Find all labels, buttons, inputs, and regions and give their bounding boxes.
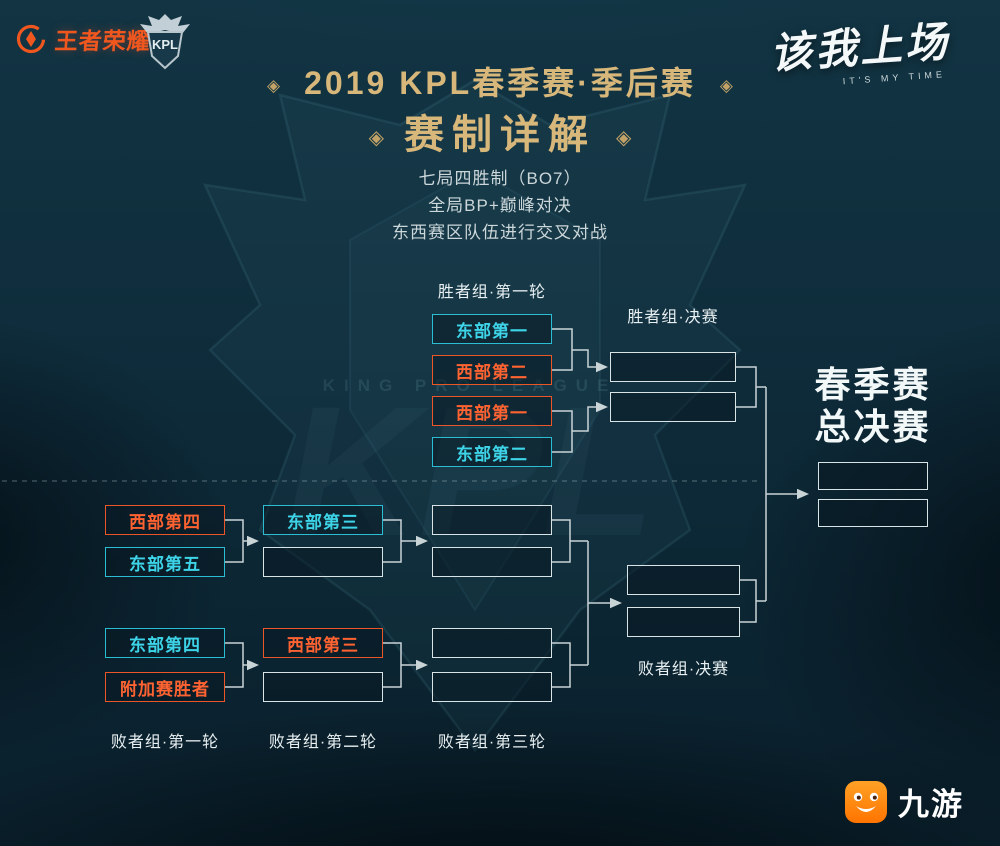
rule-line-3: 东西赛区队伍进行交叉对战 [392,223,608,242]
rule-line-1: 七局四胜制（BO7） [418,169,582,188]
losers-round1-label: 败者组·第一轮 [110,734,220,751]
team-box-west-2: 西部第二 [432,355,552,385]
team-box-playin-winner: 附加赛胜者 [105,672,225,702]
sub-title: ◈ 赛制详解 ◈ [0,102,1000,160]
grand-final-title-line2: 总决赛 [814,406,932,447]
grand-final-title-line1: 春季赛 [814,364,932,405]
jiuyou-brand-lockup: 九游 [844,779,964,824]
team-box-east-5: 东部第五 [105,547,225,577]
team-box-east-4: 东部第四 [105,628,225,658]
winners-round1-label: 胜者组·第一轮 [437,284,547,301]
kpl-logo: KPL [138,12,192,77]
winners-final-slot-2 [610,392,736,422]
diamond-ornament-icon: ◈ [368,126,384,149]
grand-final-slot-2 [818,499,928,527]
winners-final-label: 胜者组·决赛 [627,309,719,326]
team-box-west-4: 西部第四 [105,505,225,535]
grand-final-slot-1 [818,462,928,490]
losers-round2-slot-2 [263,672,383,702]
team-box-east-1: 东部第一 [432,314,552,344]
honor-of-kings-logo: 王者荣耀 [14,22,152,56]
winners-final-slot-1 [610,352,736,382]
sub-title-text: 赛制详解 [404,113,596,157]
kpl-logo-icon: KPL [140,14,190,70]
jiuyou-smiley-icon [845,780,887,823]
diamond-ornament-icon: ◈ [616,126,632,149]
team-box-west-3: 西部第三 [263,628,383,658]
losers-round3-slot-4 [432,672,552,702]
losers-round3-slot-2 [432,547,552,577]
main-title: ◈ 2019 KPL春季赛·季后赛 ◈ [0,58,1000,104]
jiuyou-brand-text: 九游 [898,787,964,822]
team-box-east-3: 东部第三 [263,505,383,535]
team-box-east-2: 东部第二 [432,437,552,467]
main-title-text: 2019 KPL春季赛·季后赛 [304,65,696,101]
losers-round2-slot-1 [263,547,383,577]
losers-round3-slot-3 [432,628,552,658]
grand-final-title: 春季赛 总决赛 [800,364,946,448]
losers-round3-label: 败者组·第三轮 [437,734,547,751]
losers-final-label: 败者组·决赛 [637,661,730,678]
kpl-logo-text: KPL [152,37,178,52]
format-rules: 七局四胜制（BO7） 全局BP+巅峰对决 东西赛区队伍进行交叉对战 [0,165,1000,246]
team-box-west-1: 西部第一 [432,396,552,426]
losers-round2-label: 败者组·第二轮 [268,734,378,751]
losers-final-slot-1 [627,565,740,595]
losers-final-slot-2 [627,607,740,637]
losers-round3-slot-1 [432,505,552,535]
honor-of-kings-icon [16,24,46,54]
diamond-ornament-icon: ◈ [267,75,281,95]
rule-line-2: 全局BP+巅峰对决 [428,196,572,215]
diamond-ornament-icon: ◈ [719,75,733,95]
